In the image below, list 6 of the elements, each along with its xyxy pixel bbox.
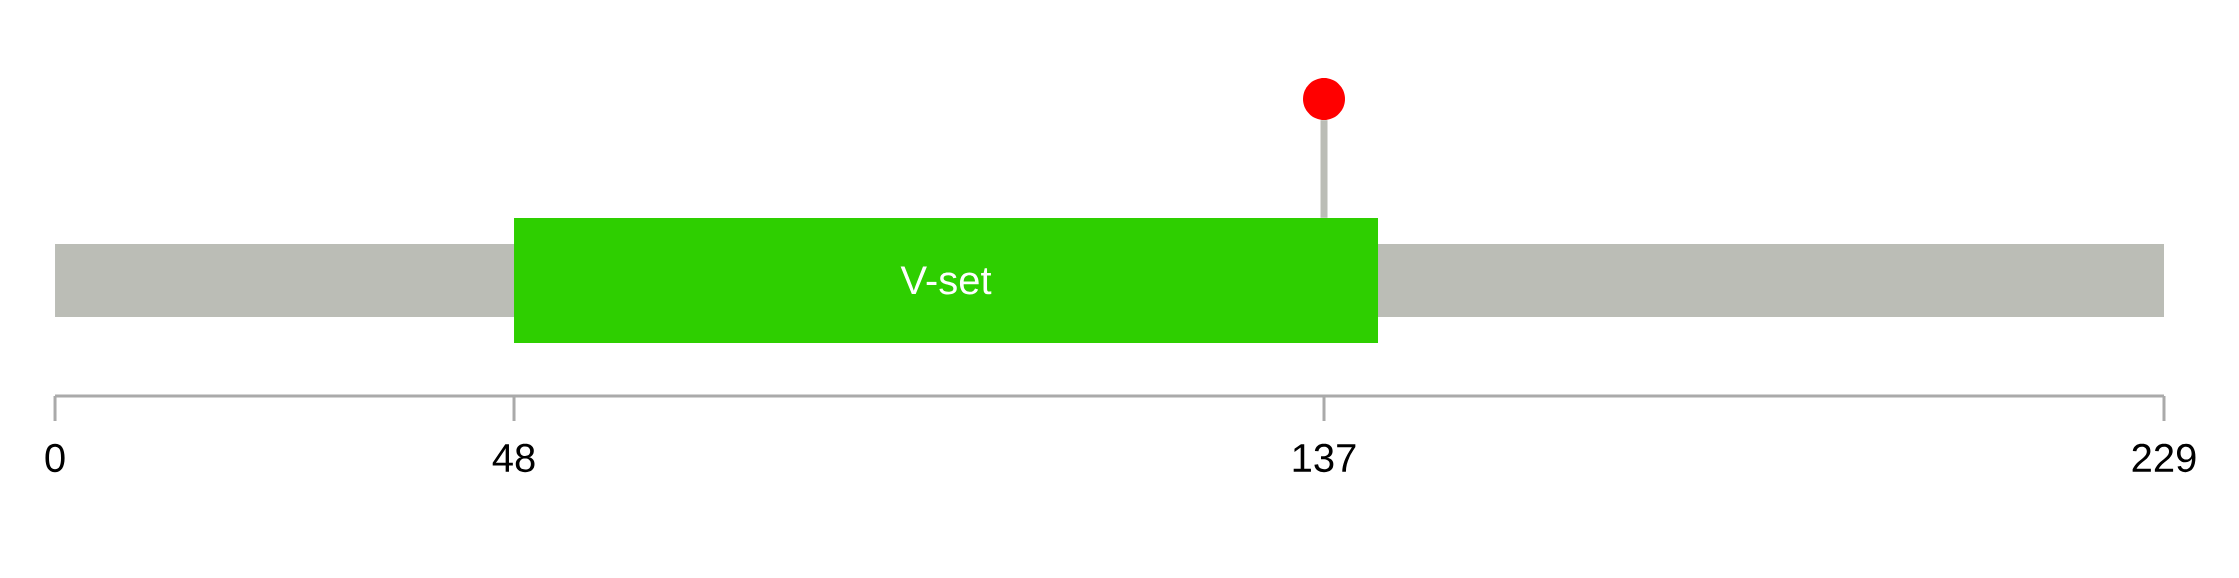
tick-label: 137 [1293,443,1356,473]
tick-label: 48 [492,443,535,473]
site-marker-dot [1303,78,1345,120]
domain-box: V-set [514,218,1378,343]
tick-label: 0 [45,443,65,473]
tick-label: 229 [2132,443,2196,473]
